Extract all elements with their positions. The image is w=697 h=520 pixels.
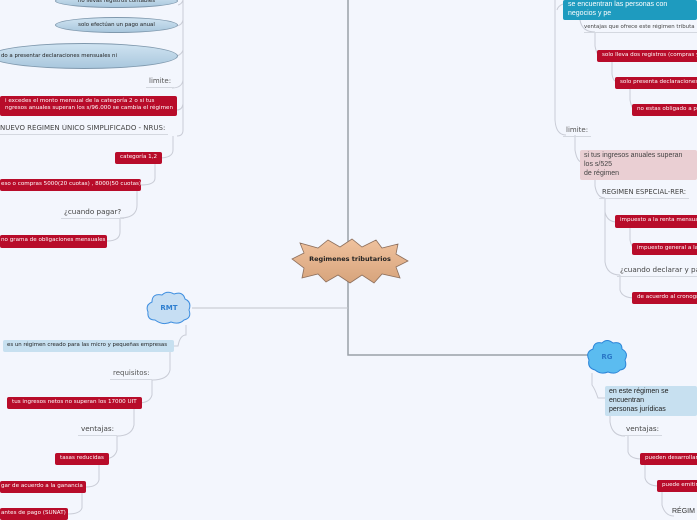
rer-ventaja[interactable]: solo lleva dos registros (compras y <box>597 50 697 62</box>
nrus-item[interactable]: solo efectúan un pago anual <box>55 17 178 33</box>
nrus-title[interactable]: NUEVO RÉGIMEN ÚNICO SIMPLIFICADO - NRUS: <box>0 124 169 135</box>
starburst-shape <box>291 238 409 284</box>
rer-limite-text[interactable]: si tus ingresos anuales superan los s/52… <box>580 150 697 181</box>
nrus-limite-text[interactable]: i excedes el monto mensual de la categor… <box>0 96 177 116</box>
rer-desc[interactable]: se encuentran las personas con negocios … <box>563 0 697 20</box>
rmt-ventajas-label[interactable]: ventajas: <box>78 424 118 436</box>
rg-next-label[interactable]: RÉGIM <box>672 508 695 515</box>
rmt-requisitos-label[interactable]: requisitos: <box>110 369 153 380</box>
rmt-ventaja[interactable]: antes de pago (SUNAT) <box>0 508 68 520</box>
nrus-cuando-label[interactable]: ¿cuando pagar? <box>61 207 125 219</box>
nrus-cuotas[interactable]: eso o compras 5000(20 cuotas) , 8000(50 … <box>0 179 141 191</box>
line: si tus ingresos anuales superan los s/52… <box>584 152 683 168</box>
rmt-node[interactable]: RMT <box>145 290 193 326</box>
rer-cuando-label[interactable]: ¿cuando declarar y pa <box>617 265 697 277</box>
rmt-title: RMT <box>160 304 178 312</box>
nrus-item[interactable]: do a presentar declaraciones mensuales n… <box>0 43 178 69</box>
rmt-desc[interactable]: es un régimen creado para las micro y pe… <box>3 340 174 352</box>
rg-ventajas-label[interactable]: ventajas: <box>623 424 663 436</box>
central-topic[interactable]: Regimenes tributarios <box>290 237 410 285</box>
nrus-limite-label[interactable]: limite: <box>146 77 175 88</box>
rg-ventaja[interactable]: pueden desarrollar <box>640 453 697 465</box>
rer-limite-label[interactable]: limite: <box>563 126 592 137</box>
line: ngresos anuales superan los s/96.000 se … <box>5 105 174 112</box>
central-label: Regimenes tributarios <box>309 255 391 263</box>
rg-node[interactable]: RG <box>586 339 628 375</box>
rer-cronograma[interactable]: de acuerdo al cronogr <box>632 292 697 304</box>
nrus-cronograma[interactable]: no grama de obligaciones mensuales <box>0 235 107 248</box>
line: i excedes el monto mensual de la categor… <box>5 98 155 104</box>
rg-ventaja[interactable]: puede emitir <box>657 480 697 492</box>
rer-ventaja[interactable]: no estas obligado a pr <box>632 104 697 116</box>
line: personas jurídicas <box>609 405 666 413</box>
cloud-icon <box>146 291 191 325</box>
rg-desc[interactable]: en este régimen se encuentran personas j… <box>605 386 697 417</box>
nrus-categoria[interactable]: categoría 1,2 <box>115 152 163 164</box>
rmt-requisito[interactable]: tus ingresos netos no superan los 17000 … <box>7 397 142 409</box>
rg-title: RG <box>601 353 613 361</box>
rer-impuesto[interactable]: impuesto general a la <box>632 243 697 255</box>
rer-ventajas-label[interactable]: ventajas que ofrece este régimen tributa <box>584 24 697 33</box>
line: de régimen <box>584 169 620 177</box>
rmt-ventaja[interactable]: tasas reducidas <box>55 453 109 465</box>
line: en este régimen se encuentran <box>609 388 669 404</box>
rer-title[interactable]: REGIMEN ESPECIAL-RER: <box>599 188 690 199</box>
rer-impuesto[interactable]: impuesto a la renta mensua <box>615 215 697 228</box>
rer-ventaja[interactable]: solo presenta declaraciones <box>615 77 697 89</box>
cloud-icon <box>587 340 627 374</box>
rmt-ventaja[interactable]: gar de acuerdo a la ganancia <box>0 481 86 493</box>
